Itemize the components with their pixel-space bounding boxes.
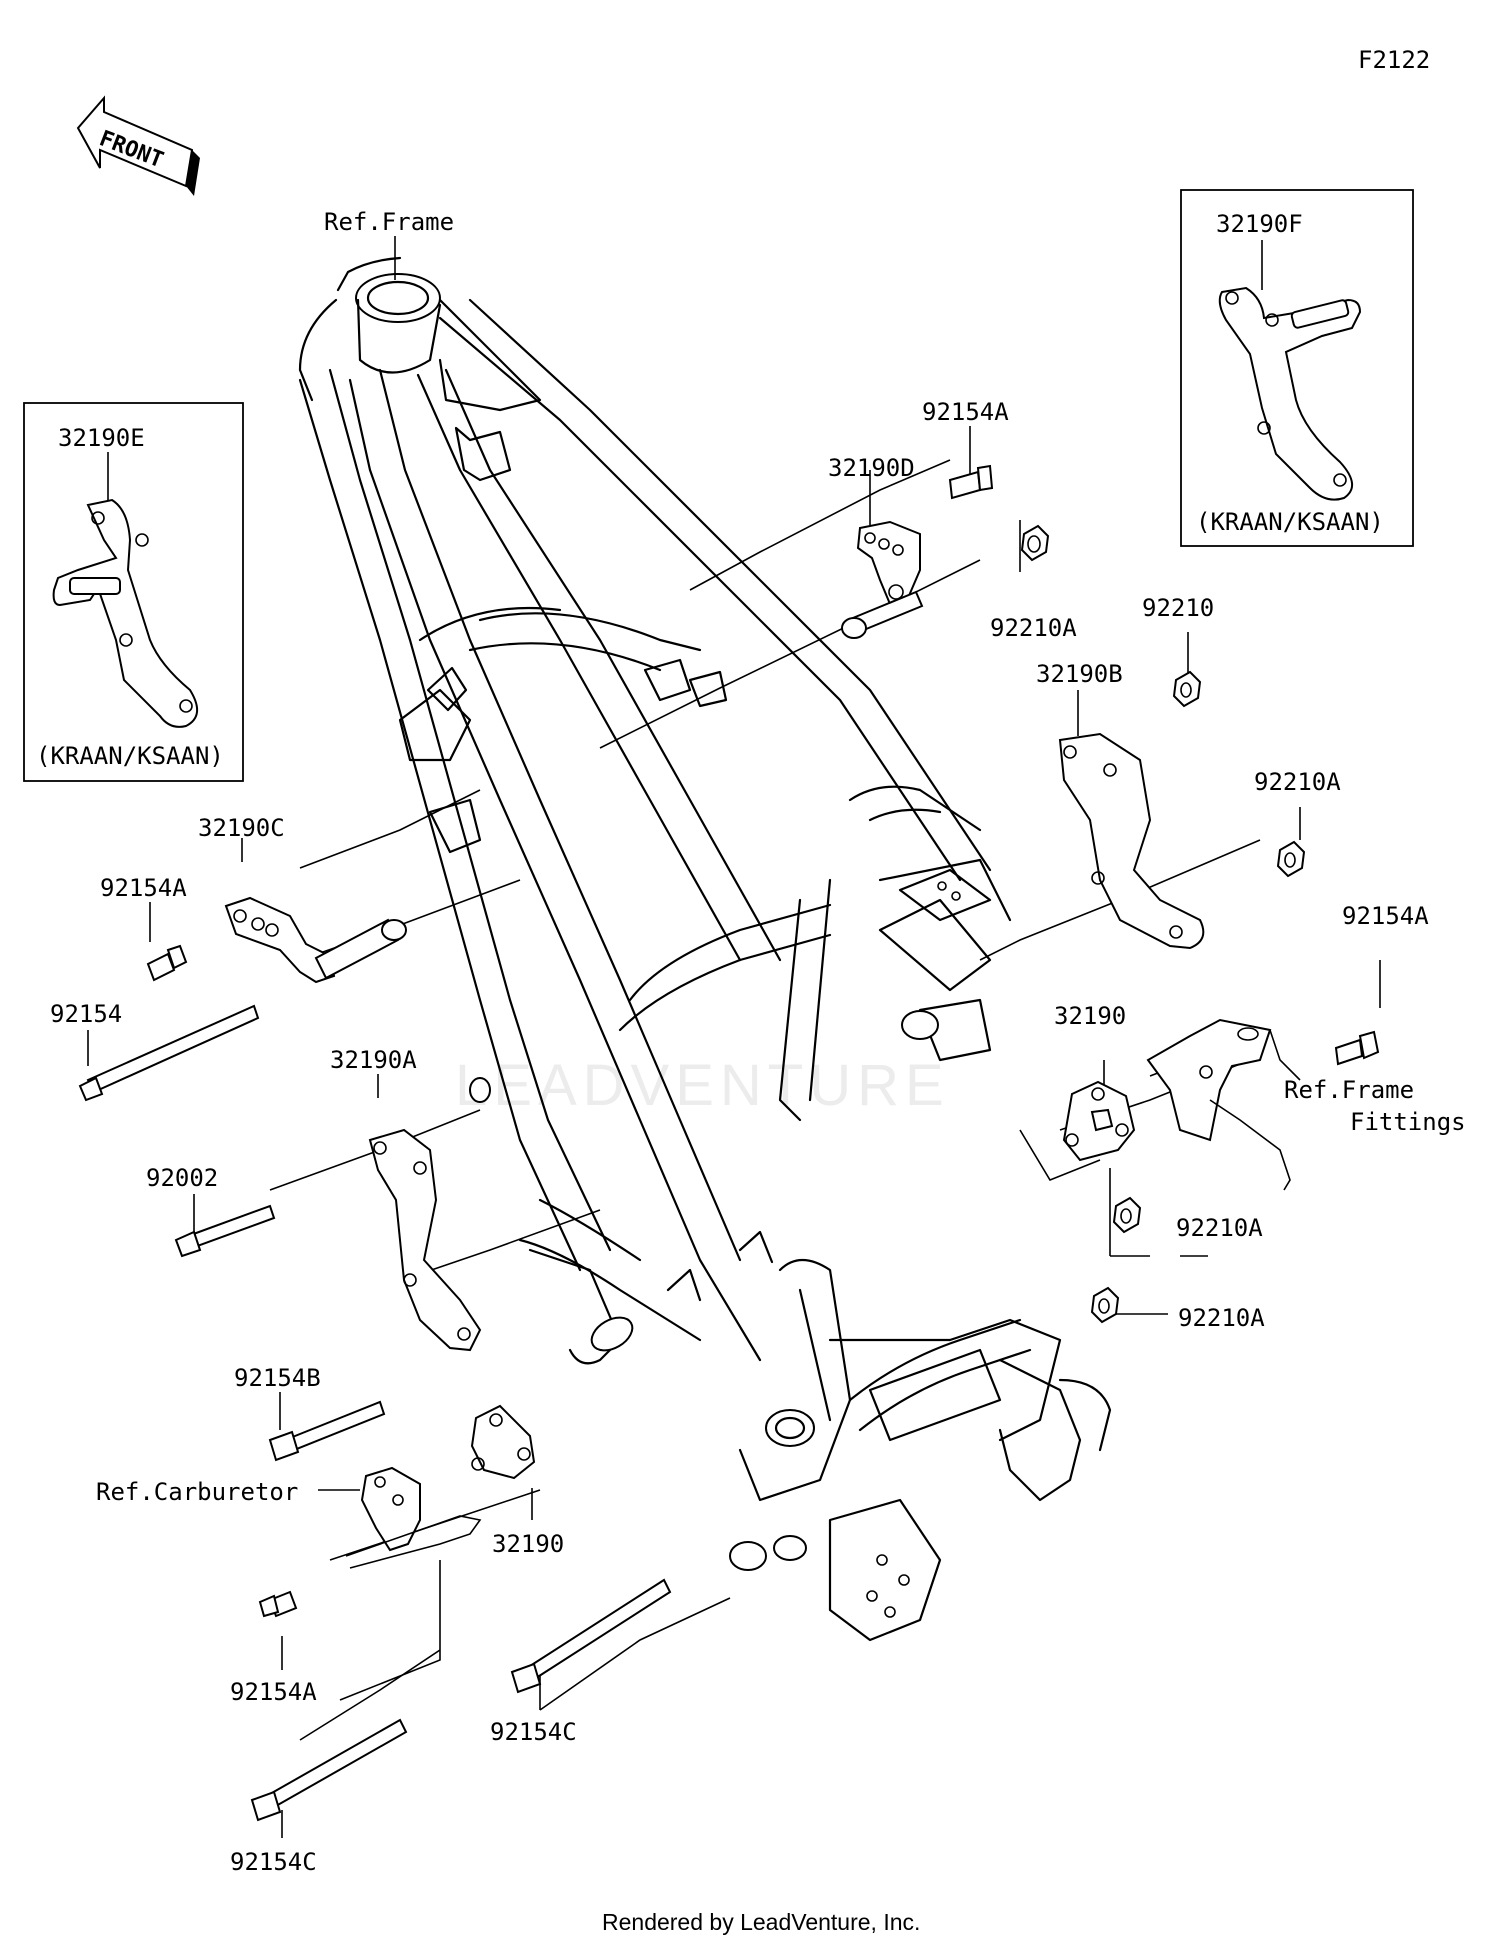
part-32190A-plate bbox=[368, 1077, 491, 1352]
bolt-92154A-right bbox=[1334, 1030, 1380, 1066]
nut-92210A-right bbox=[1112, 1196, 1142, 1234]
label-32190A: 32190A bbox=[330, 1046, 417, 1074]
motorcycle-frame bbox=[298, 256, 1112, 1642]
frame-fittings-bracket bbox=[1146, 1018, 1291, 1191]
nut-92210A-lower bbox=[1090, 1286, 1120, 1324]
label-92154A-right: 92154A bbox=[1342, 902, 1429, 930]
label-92154C-mid: 92154C bbox=[490, 1718, 577, 1746]
label-92154: 92154 bbox=[50, 1000, 122, 1028]
front-arrow-icon: FRONT bbox=[76, 95, 200, 196]
part-32190D-bracket bbox=[841, 520, 924, 639]
part-32190B-bracket bbox=[1058, 732, 1205, 950]
label-32190-lower: 32190 bbox=[492, 1530, 564, 1558]
label-32190D: 32190D bbox=[828, 454, 915, 482]
label-92210A-top: 92210A bbox=[990, 614, 1077, 642]
label-92002: 92002 bbox=[146, 1164, 218, 1192]
label-92210A-lower: 92210A bbox=[1178, 1304, 1265, 1332]
bolt-92154A-bottom bbox=[258, 1590, 298, 1618]
ref-carburetor-label: Ref.Carburetor bbox=[96, 1478, 298, 1506]
label-92210A-right: 92210A bbox=[1176, 1214, 1263, 1242]
carburetor-bracket bbox=[345, 1466, 482, 1569]
bolt-92154A-top bbox=[948, 464, 994, 500]
label-32190-right: 32190 bbox=[1054, 1002, 1126, 1030]
nut-92210A-top bbox=[1020, 524, 1050, 562]
label-32190C: 32190C bbox=[198, 814, 285, 842]
part-32190C-bracket bbox=[224, 896, 407, 984]
nut-92210A-b bbox=[1276, 840, 1306, 878]
inset-left-part: 32190E bbox=[58, 424, 145, 452]
inset-left-note: (KRAAN/KSAAN) bbox=[36, 742, 224, 770]
leader-lines bbox=[87, 236, 1381, 1838]
inset-right-part: 32190F bbox=[1216, 210, 1303, 238]
label-92154B: 92154B bbox=[234, 1364, 321, 1392]
label-92154C-left: 92154C bbox=[230, 1848, 317, 1876]
label-92154A-left: 92154A bbox=[100, 874, 187, 902]
ref-frame-label: Ref.Frame bbox=[324, 208, 454, 236]
bolt-92154B bbox=[268, 1400, 386, 1462]
footer-credit: Rendered by LeadVenture, Inc. bbox=[602, 1909, 920, 1935]
label-92210A-b: 92210A bbox=[1254, 768, 1341, 796]
label-92154A-bottom: 92154A bbox=[230, 1678, 317, 1706]
ref-frame-fittings-label-2: Fittings bbox=[1350, 1108, 1466, 1136]
inset-left: 32190E (KRAAN/KSAAN) bbox=[23, 402, 244, 782]
ref-frame-fittings-label-1: Ref.Frame bbox=[1284, 1076, 1414, 1104]
part-32190-right-plate bbox=[1062, 1080, 1136, 1162]
bolt-92154C-mid bbox=[510, 1578, 672, 1694]
label-92210: 92210 bbox=[1142, 594, 1214, 622]
inset-right: 32190F (KRAAN/KSAAN) bbox=[1180, 189, 1414, 547]
nut-92210 bbox=[1172, 670, 1202, 708]
diagram-code: F2122 bbox=[1358, 46, 1430, 74]
bolt-92154C-left bbox=[250, 1718, 408, 1822]
inset-right-note: (KRAAN/KSAAN) bbox=[1196, 508, 1384, 536]
label-32190B: 32190B bbox=[1036, 660, 1123, 688]
part-labels: Ref.Frame 92154A 32190D 92210A 92210 321… bbox=[50, 208, 1466, 1876]
bolt-92154A-left bbox=[146, 944, 188, 982]
bolt-92002 bbox=[174, 1204, 276, 1258]
part-32190-lower-plate bbox=[470, 1404, 536, 1480]
bolt-92154 bbox=[78, 1004, 260, 1102]
label-92154A-top: 92154A bbox=[922, 398, 1009, 426]
